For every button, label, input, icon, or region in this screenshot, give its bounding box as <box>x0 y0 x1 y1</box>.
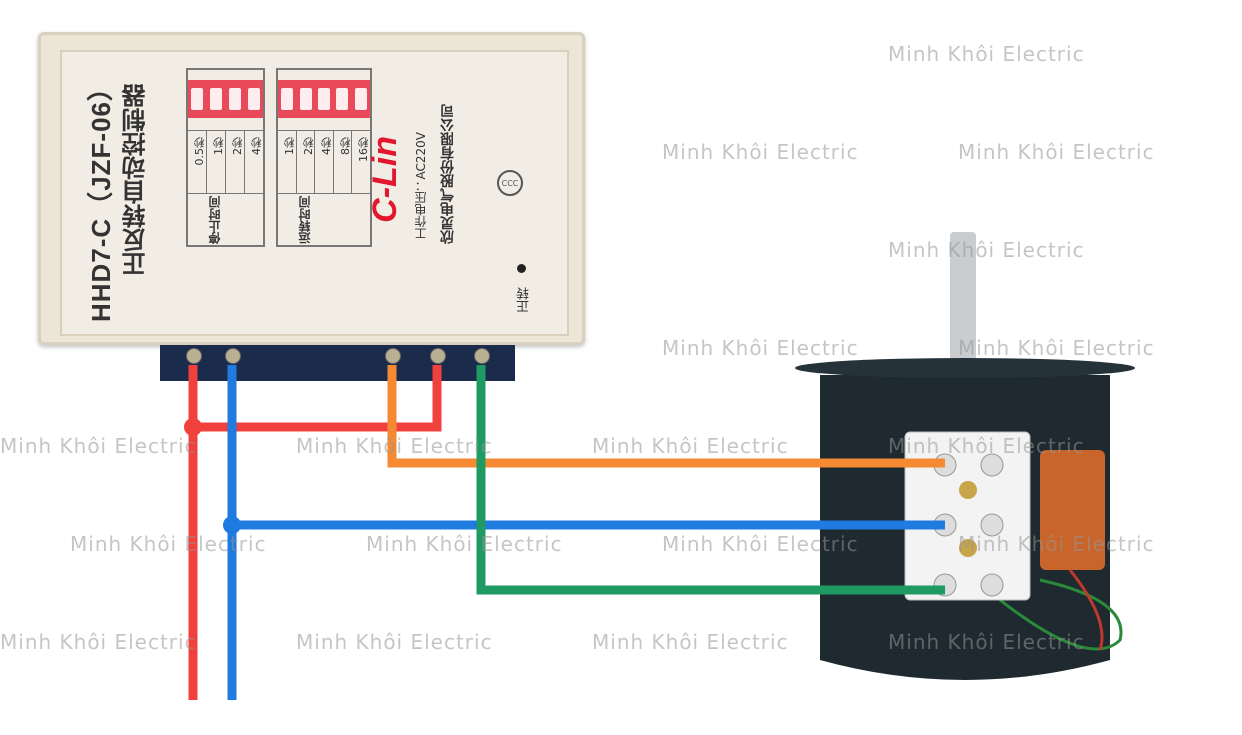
terminal-screw[interactable] <box>980 513 1004 537</box>
terminal-screw[interactable] <box>980 573 1004 597</box>
terminal-screw[interactable] <box>385 348 401 364</box>
motor-shaft <box>950 232 976 372</box>
reversing-controller-relay: HHD7-C（JZF-06） 正反转自动控制器 0.5秒 1秒 2秒 4秒 停止… <box>38 32 585 345</box>
stop-time-dip-switch[interactable]: 0.5秒 1秒 2秒 4秒 停止时间 <box>186 68 265 247</box>
forward-indicator-led <box>517 264 526 273</box>
motor-flange <box>795 358 1135 378</box>
orange-wire <box>387 365 945 468</box>
run-time-dip-switch[interactable]: 1秒 2秒 4秒 8秒 16秒 运转时间 <box>276 68 372 247</box>
brass-screw <box>959 481 977 499</box>
motor-terminal-block <box>904 431 1031 601</box>
terminal-strip <box>160 345 515 381</box>
terminal-screw[interactable] <box>225 348 241 364</box>
capacitor-lead <box>1068 569 1104 651</box>
ccc-cert-icon: CCC <box>497 170 523 196</box>
terminal-screw[interactable] <box>186 348 202 364</box>
red-junction-dot <box>184 418 202 436</box>
blue-junction-dot <box>223 516 241 534</box>
terminal-screw[interactable] <box>474 348 490 364</box>
capacitor <box>1040 450 1105 570</box>
terminal-screw[interactable] <box>430 348 446 364</box>
relay-faceplate: HHD7-C（JZF-06） 正反转自动控制器 0.5秒 1秒 2秒 4秒 停止… <box>60 50 569 336</box>
terminal-screw[interactable] <box>980 453 1004 477</box>
green-wire <box>476 365 945 595</box>
brass-screw <box>959 539 977 557</box>
